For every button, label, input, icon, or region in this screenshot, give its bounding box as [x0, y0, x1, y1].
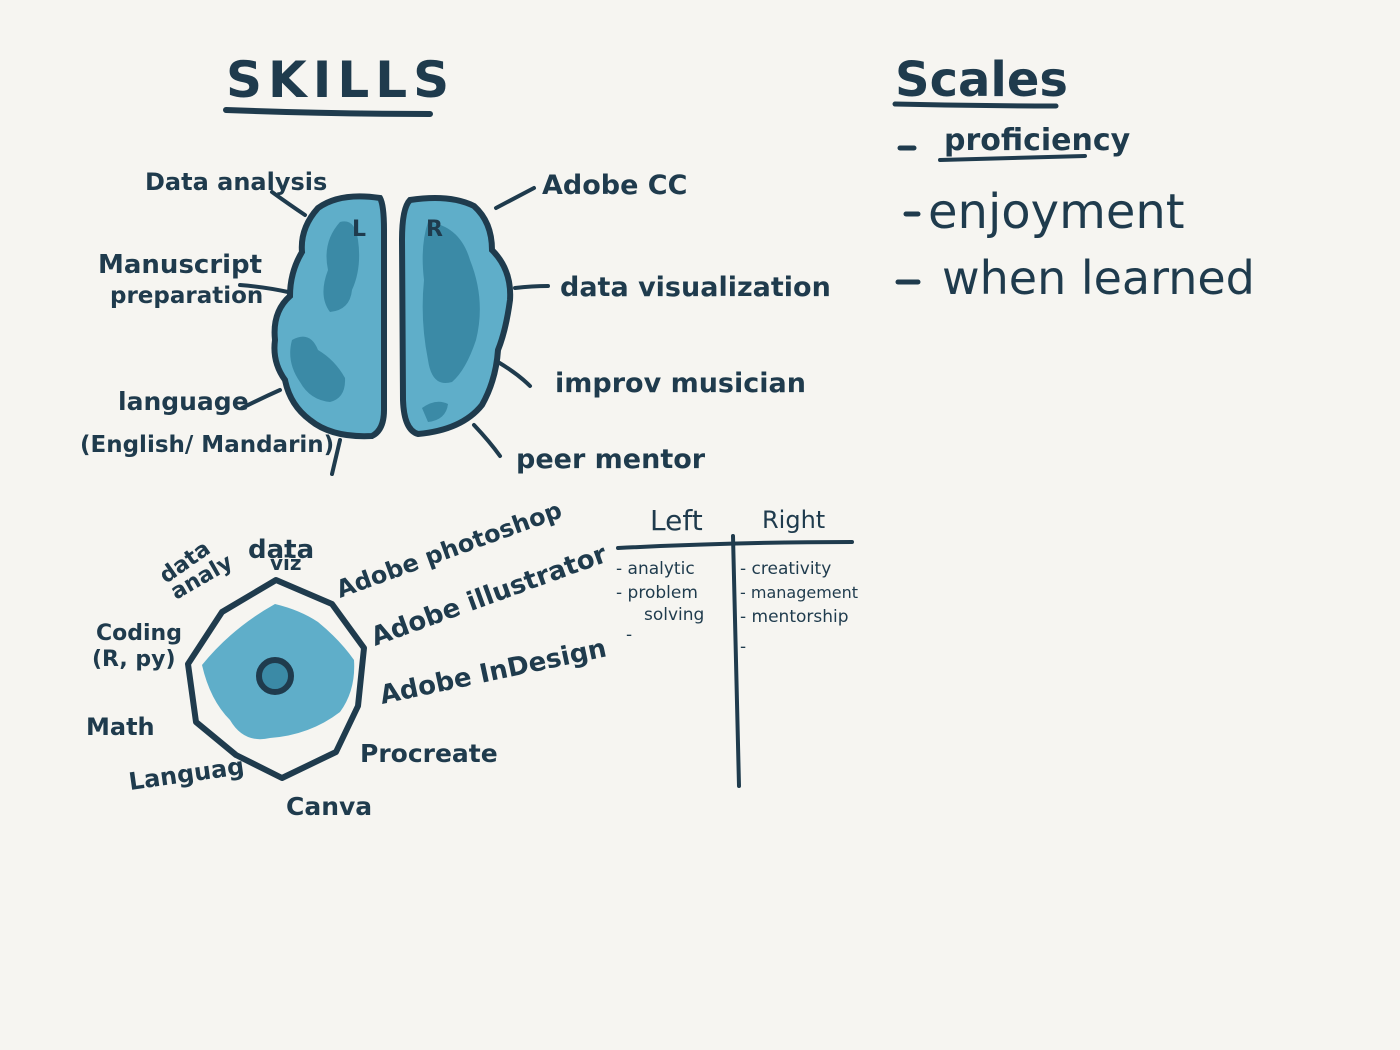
left-right-table: Left Right - analytic - problem solving … — [616, 504, 858, 788]
radar-center — [256, 657, 294, 695]
label-manuscript-line1: Manuscript — [98, 250, 262, 280]
label-improv-musician: improv musician — [555, 368, 806, 399]
right-hemisphere-shading-2 — [422, 401, 448, 422]
connector-language — [240, 388, 282, 410]
label-language-line2: (English/ Mandarin) — [80, 432, 334, 458]
radar-label-math: Math — [86, 713, 155, 741]
radar-label-coding-1: Coding — [96, 621, 182, 646]
brain-illustration: L R — [271, 193, 514, 476]
left-hemisphere-shading-2 — [290, 336, 346, 402]
label-data-visualization: data visualization — [560, 272, 831, 303]
left-hemisphere-shading — [323, 221, 360, 312]
scales-item-when-learned: when learned — [942, 251, 1255, 305]
label-manuscript-line2: preparation — [110, 283, 263, 309]
table-left-item-2: - problem — [616, 583, 698, 603]
radar-label-indesign: Adobe InDesign — [377, 634, 609, 711]
scales-section: Scales proficiency enjoyment when learne… — [892, 52, 1255, 305]
scales-item-proficiency: proficiency — [944, 123, 1131, 158]
table-right-item-1: - creativity — [740, 559, 831, 579]
right-hemisphere-shading — [422, 222, 480, 384]
connector-manuscript — [238, 283, 290, 294]
skills-title: SKILLS — [226, 51, 455, 109]
radar-label-coding-2: (R, py) — [92, 647, 176, 672]
label-language-line1: language — [118, 387, 249, 416]
table-header-left: Left — [650, 504, 703, 537]
table-header-right: Right — [762, 506, 825, 534]
label-peer-mentor: peer mentor — [516, 444, 706, 475]
radar-outline — [185, 577, 367, 781]
scales-title-underline — [892, 101, 1059, 109]
scales-item-enjoyment: enjoyment — [928, 184, 1185, 240]
connector-peer-mentor — [472, 423, 502, 458]
left-hemisphere-letter: L — [352, 217, 366, 242]
connector-data-analysis — [270, 190, 307, 217]
right-hemisphere-letter: R — [426, 217, 443, 242]
table-right-item-2: - management — [740, 583, 858, 602]
scales-title: Scales — [895, 52, 1068, 108]
table-left-item-3: solving — [644, 605, 704, 625]
table-vertical-line — [731, 534, 741, 788]
connector-improv — [496, 360, 532, 388]
skills-title-underline — [223, 107, 433, 117]
radar-label-language: Languag — [127, 752, 246, 796]
label-adobe-cc: Adobe CC — [542, 170, 687, 201]
table-horizontal-line — [616, 540, 854, 550]
table-left-item-1: - analytic — [616, 559, 695, 579]
brain-connectors — [238, 186, 550, 458]
table-right-item-4: - — [740, 637, 746, 657]
radar-label-data-viz-2: viz — [270, 551, 302, 575]
scales-item-proficiency-underline — [938, 154, 1087, 162]
label-data-analysis: Data analysis — [145, 168, 327, 196]
radar-label-procreate: Procreate — [360, 739, 498, 768]
radar-label-data-viz-1: data — [248, 535, 314, 565]
connector-data-viz — [513, 284, 550, 290]
radar-diagram — [185, 577, 367, 781]
radar-label-canva: Canva — [286, 792, 372, 821]
brain-stem — [330, 438, 342, 476]
table-left-item-4: - — [626, 625, 632, 645]
table-right-item-3: - mentorship — [740, 607, 849, 627]
connector-adobe-cc — [494, 186, 536, 210]
